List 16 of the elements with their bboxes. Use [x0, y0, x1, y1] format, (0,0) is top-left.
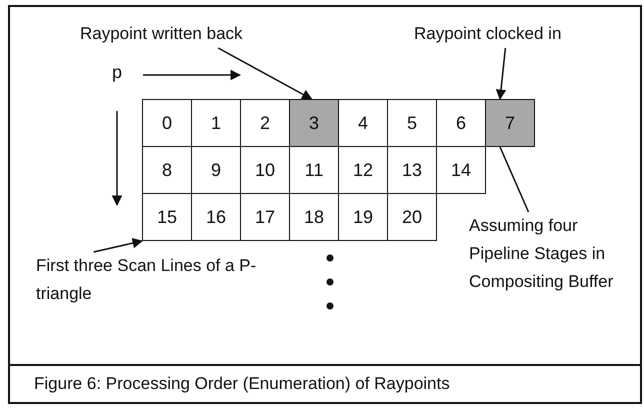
- leader-line: [496, 48, 506, 100]
- callout-label: Assuming four Pipeline Stages in Compositing Buffer: [469, 212, 639, 296]
- axis-label: p: [112, 61, 122, 84]
- highlighted-grid-cell: 3: [289, 99, 339, 147]
- highlighted-grid-cell: 7: [485, 99, 535, 147]
- callout-label: First three Scan Lines of a P-triangle: [36, 252, 276, 308]
- grid-cell: 0: [142, 99, 192, 147]
- figure-caption: Figure 6: Processing Order (Enumeration) of Raypoints: [34, 373, 450, 395]
- leader-line: [218, 47, 312, 100]
- grid-cell: 15: [142, 193, 192, 241]
- callout-label: Raypoint written back: [80, 20, 243, 48]
- callout-label: Raypoint clocked in: [414, 20, 562, 48]
- grid-cell: 20: [387, 193, 437, 241]
- leader-line: [499, 146, 530, 212]
- grid-cell: 14: [436, 146, 486, 194]
- leader-line: [93, 238, 144, 253]
